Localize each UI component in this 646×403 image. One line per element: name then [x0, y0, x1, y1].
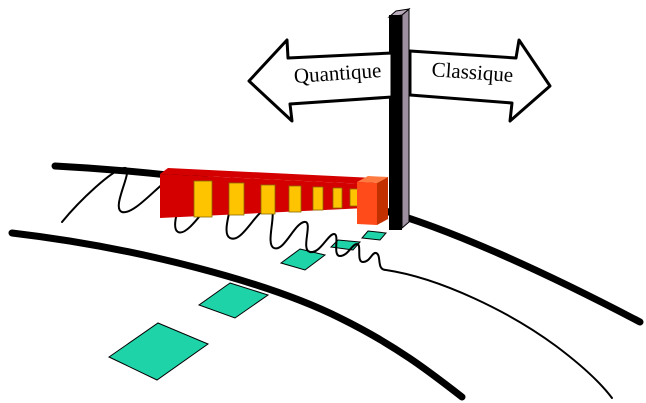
yellow-slat [228, 182, 245, 216]
end-block-top [357, 176, 388, 183]
road-lower-edge [8, 229, 466, 401]
road-tile [197, 282, 270, 319]
classique-arrow: Classique [408, 38, 552, 123]
road-tile [361, 230, 387, 241]
arrow-left-icon [247, 38, 394, 123]
yellow-slat [260, 184, 276, 215]
end-block-front [357, 182, 377, 225]
yellow-slat [332, 187, 343, 209]
yellow-slat [349, 188, 359, 207]
signpost-side [401, 7, 410, 230]
classique-label: Classique [431, 57, 514, 87]
yellow-slat [312, 186, 324, 211]
yellow-slat [193, 180, 213, 218]
road-tile [279, 248, 327, 271]
yellow-slats [193, 180, 359, 218]
signpost-front [389, 15, 402, 230]
wave-box-top [160, 168, 374, 184]
end-block-side [377, 177, 388, 225]
arrow-right-icon [408, 38, 552, 123]
yellow-slat [288, 185, 302, 213]
quantique-arrow: Quantique [247, 38, 394, 123]
road-tile [108, 322, 210, 381]
